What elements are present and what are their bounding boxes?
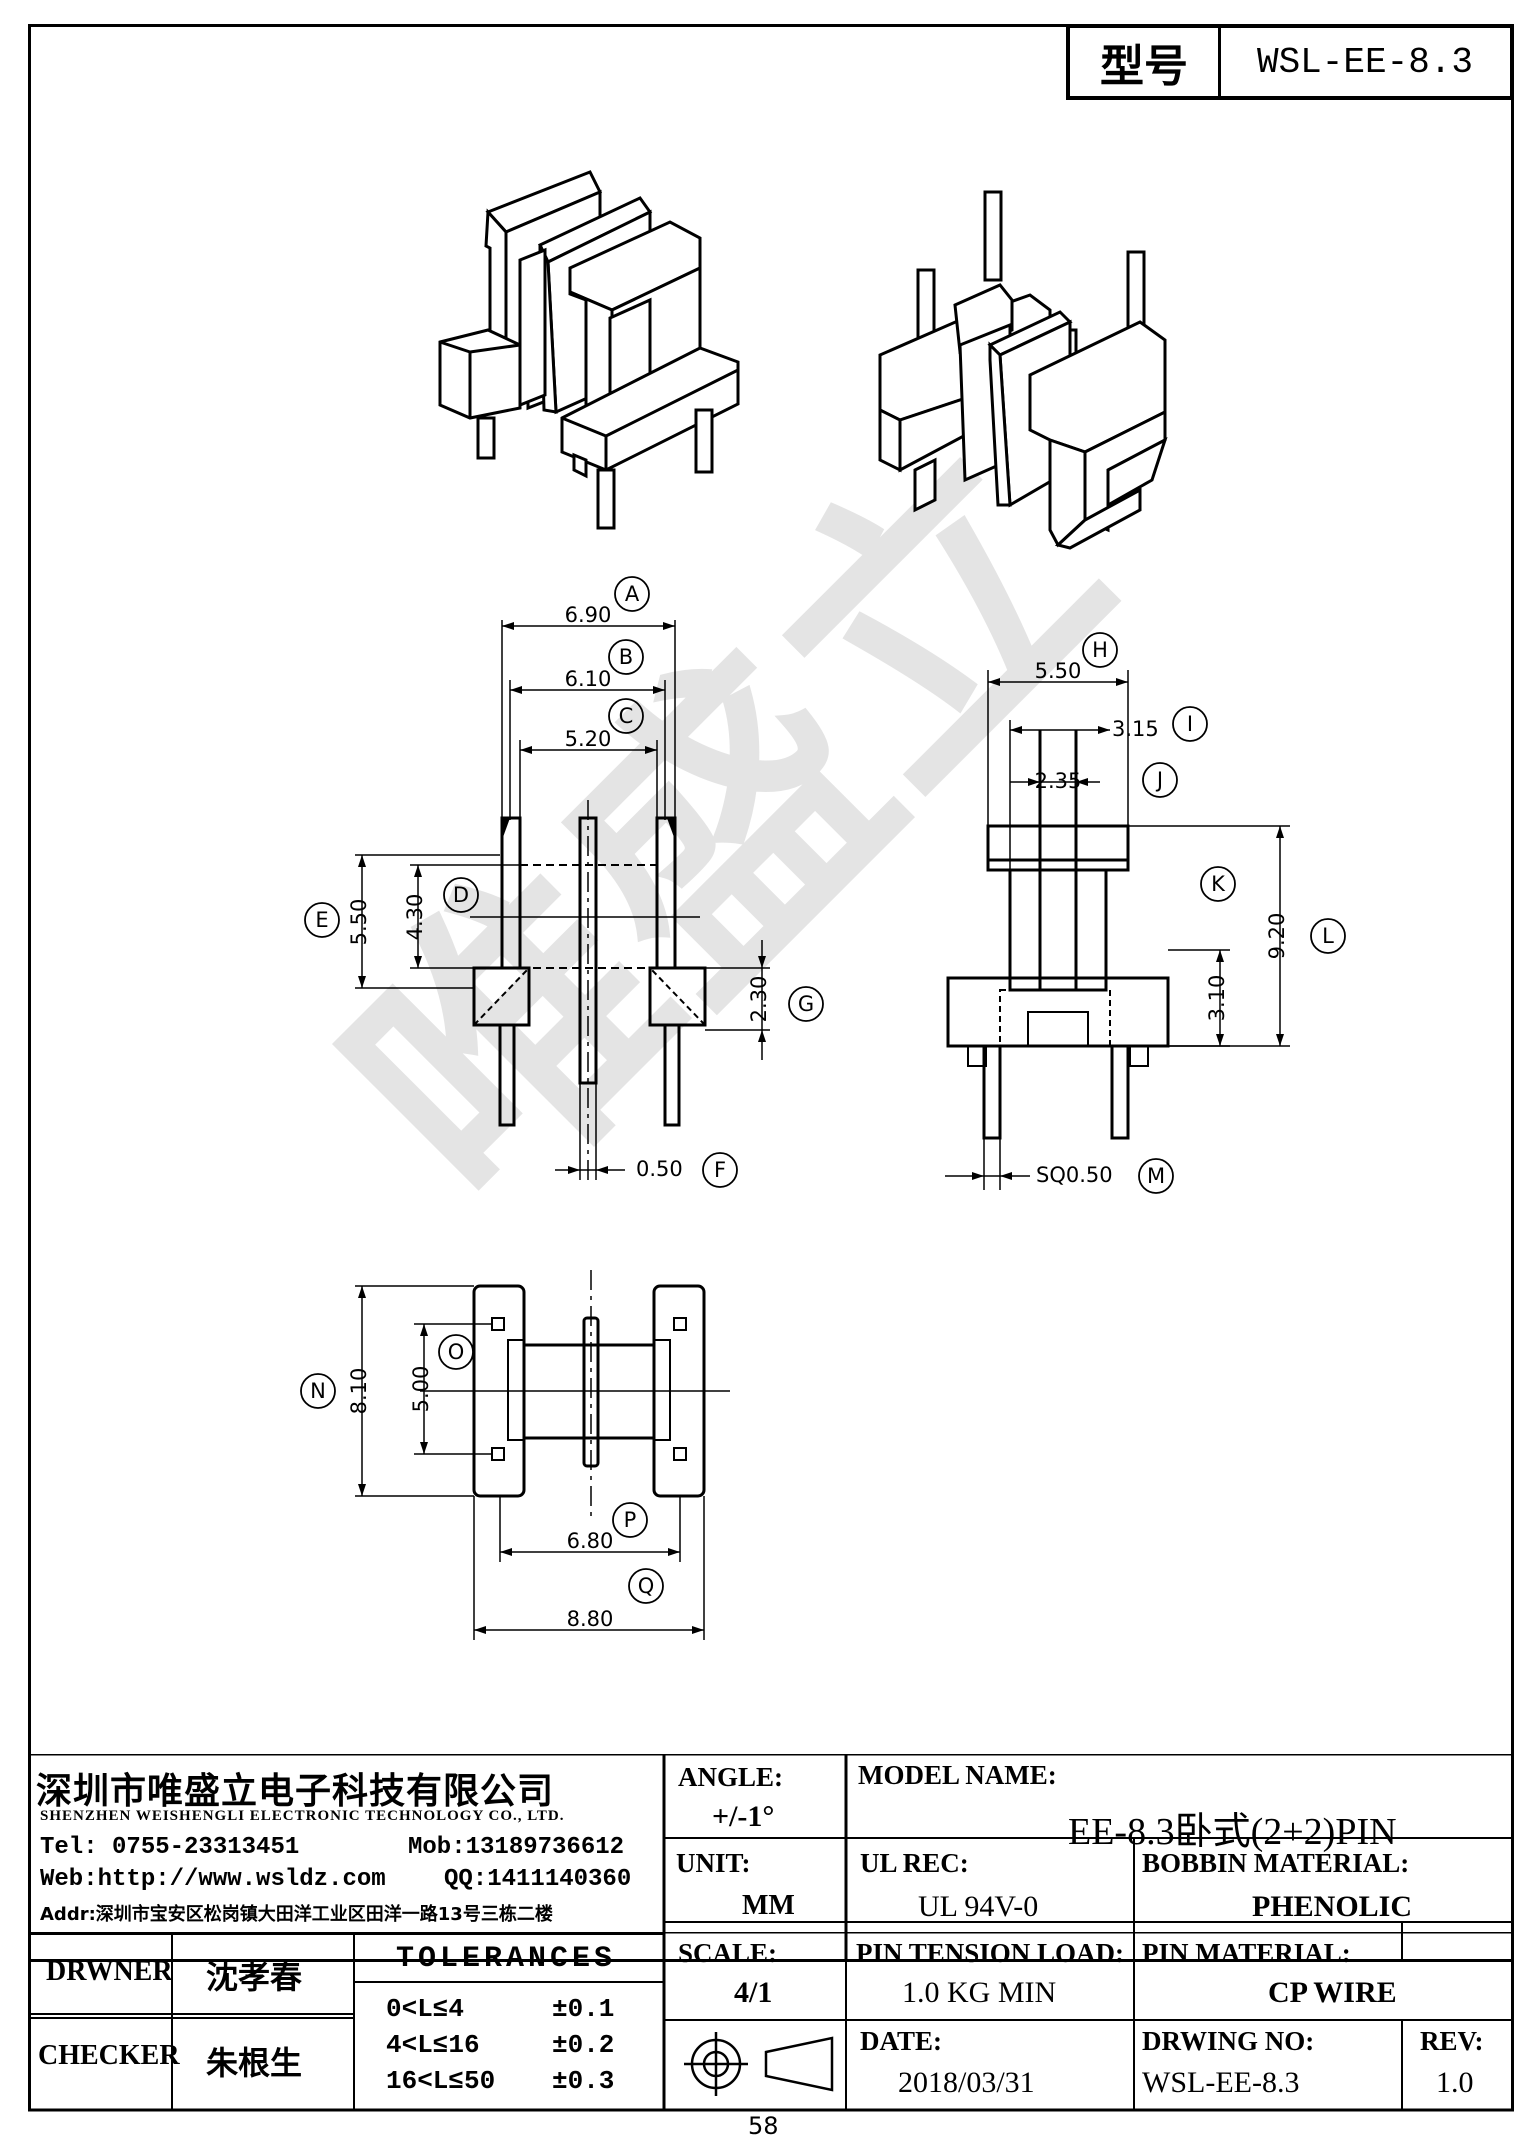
side-view bbox=[945, 670, 1290, 1190]
dim-h-value: 5.50 bbox=[1035, 659, 1082, 683]
drawing-no-label: DRWING NO: bbox=[1142, 2026, 1315, 2056]
dimension-letter-markers: A B C D E F G H I J K L M N O P Q bbox=[300, 576, 1346, 1604]
model-number-box: 型号 WSL-EE-8.3 bbox=[1066, 24, 1514, 100]
tolerance-value-3: ±0.3 bbox=[552, 2066, 615, 2096]
letter-q: Q bbox=[638, 1574, 655, 1598]
letter-h: H bbox=[1092, 638, 1108, 662]
page-number: 58 bbox=[748, 2112, 779, 2140]
rev-value: 1.0 bbox=[1436, 2066, 1474, 2099]
ul-rec-value: UL 94V-0 bbox=[918, 1890, 1039, 1923]
rev-label: REV: bbox=[1420, 2026, 1484, 2056]
letter-p: P bbox=[624, 1508, 637, 1532]
bobbin-material-value: PHENOLIC bbox=[1252, 1890, 1413, 1923]
company-web: Web:http://www.wsldz.com bbox=[40, 1866, 386, 1893]
bottom-view bbox=[355, 1270, 730, 1640]
letter-c: C bbox=[619, 704, 634, 728]
ul-rec-label: UL REC: bbox=[860, 1848, 969, 1878]
tolerance-value-2: ±0.2 bbox=[552, 2030, 615, 2060]
model-name-value: EE-8.3卧式(2+2)PIN bbox=[1068, 1811, 1397, 1853]
letter-i: I bbox=[1187, 712, 1193, 736]
letter-d: D bbox=[453, 883, 469, 907]
dim-n-value: 8.10 bbox=[347, 1368, 371, 1415]
model-label: 型号 bbox=[1070, 28, 1221, 96]
dim-e-value: 5.50 bbox=[347, 899, 371, 946]
company-name-en: SHENZHEN WEISHENGLI ELECTRONIC TECHNOLOG… bbox=[40, 1808, 565, 1824]
tolerance-value-1: ±0.1 bbox=[552, 1994, 615, 2024]
dim-o-value: 5.00 bbox=[409, 1366, 433, 1413]
drawing-no-value: WSL-EE-8.3 bbox=[1142, 2066, 1300, 2099]
pin-tension-label: PIN TENSION LOAD: bbox=[856, 1938, 1125, 1968]
drawer-label: DRWNER bbox=[46, 1956, 173, 1987]
company-qq: QQ:1411140360 bbox=[444, 1866, 632, 1893]
letter-f: F bbox=[714, 1158, 726, 1182]
drawing-frame bbox=[28, 24, 1514, 1962]
dimension-values: 6.90 6.10 5.20 5.50 4.30 2.30 0.50 5.50 … bbox=[347, 603, 1289, 1631]
dim-g-value: 2.30 bbox=[747, 976, 771, 1023]
dim-i-value: 3.15 bbox=[1112, 717, 1159, 741]
pin-tension-value: 1.0 KG MIN bbox=[902, 1976, 1057, 2009]
letter-k: K bbox=[1211, 872, 1226, 896]
dim-q-value: 8.80 bbox=[567, 1607, 614, 1631]
dim-f-value: 0.50 bbox=[636, 1157, 683, 1181]
letter-a: A bbox=[625, 582, 640, 606]
tolerance-range-1: 0<L≤4 bbox=[386, 1994, 465, 2024]
unit-label: UNIT: bbox=[676, 1848, 751, 1878]
scale-value: 4/1 bbox=[734, 1976, 773, 2009]
dim-a-value: 6.90 bbox=[565, 603, 612, 627]
scale-label: SCALE: bbox=[678, 1938, 778, 1968]
letter-o: O bbox=[448, 1340, 465, 1364]
dim-m-value: SQ0.50 bbox=[1036, 1163, 1113, 1187]
tolerance-range-3: 16<L≤50 bbox=[386, 2066, 496, 2096]
checker-label: CHECKER bbox=[38, 2040, 180, 2071]
angle-label: ANGLE: bbox=[678, 1762, 784, 1792]
dim-c-value: 5.20 bbox=[565, 727, 612, 751]
letter-l: L bbox=[1322, 924, 1334, 948]
tolerance-range-2: 4<L≤16 bbox=[386, 2030, 480, 2060]
angle-value: +/-1° bbox=[712, 1800, 775, 1833]
letter-j: J bbox=[1155, 768, 1163, 792]
tolerances-title: TOLERANCES bbox=[396, 1942, 617, 1976]
drawer-name: 沈孝春 bbox=[206, 1958, 303, 1996]
company-tel: Tel: 0755-23313451 bbox=[40, 1834, 300, 1861]
dimension-arrows bbox=[358, 622, 1284, 1634]
letter-b: B bbox=[619, 645, 633, 669]
title-block-lower bbox=[28, 1932, 1514, 2112]
checker-name: 朱根生 bbox=[206, 2044, 303, 2082]
dim-k-value: 3.10 bbox=[1205, 975, 1229, 1022]
projection-symbol bbox=[684, 2032, 834, 2096]
letter-e: E bbox=[315, 908, 328, 932]
dim-d-value: 4.30 bbox=[403, 894, 427, 941]
bobbin-material-label: BOBBIN MATERIAL: bbox=[1142, 1848, 1410, 1878]
letter-m: M bbox=[1147, 1164, 1165, 1188]
model-name-label: MODEL NAME: bbox=[858, 1760, 1057, 1790]
dim-j-value: 2.35 bbox=[1035, 769, 1082, 793]
company-name-cn: 深圳市唯盛立电子科技有限公司 bbox=[36, 1771, 555, 1812]
pin-material-value: CP WIRE bbox=[1268, 1976, 1397, 2009]
pin-material-label: PIN MATERIAL: bbox=[1142, 1938, 1351, 1968]
company-mob: Mob:13189736612 bbox=[408, 1834, 625, 1861]
letter-g: G bbox=[798, 992, 814, 1016]
front-view bbox=[355, 620, 770, 1180]
dim-b-value: 6.10 bbox=[565, 667, 612, 691]
company-address: Addr:深圳市宝安区松岗镇大田洋工业区田洋一路13号三栋二楼 bbox=[40, 1904, 553, 1925]
model-value: WSL-EE-8.3 bbox=[1256, 41, 1474, 83]
dim-l-value: 9.20 bbox=[1265, 913, 1289, 960]
letter-n: N bbox=[310, 1379, 326, 1403]
iso-view-right bbox=[878, 190, 1168, 550]
date-label: DATE: bbox=[860, 2026, 943, 2056]
dim-p-value: 6.80 bbox=[567, 1529, 614, 1553]
iso-view-left bbox=[438, 170, 740, 530]
date-value: 2018/03/31 bbox=[898, 2066, 1035, 2099]
unit-value: MM bbox=[742, 1890, 795, 1921]
